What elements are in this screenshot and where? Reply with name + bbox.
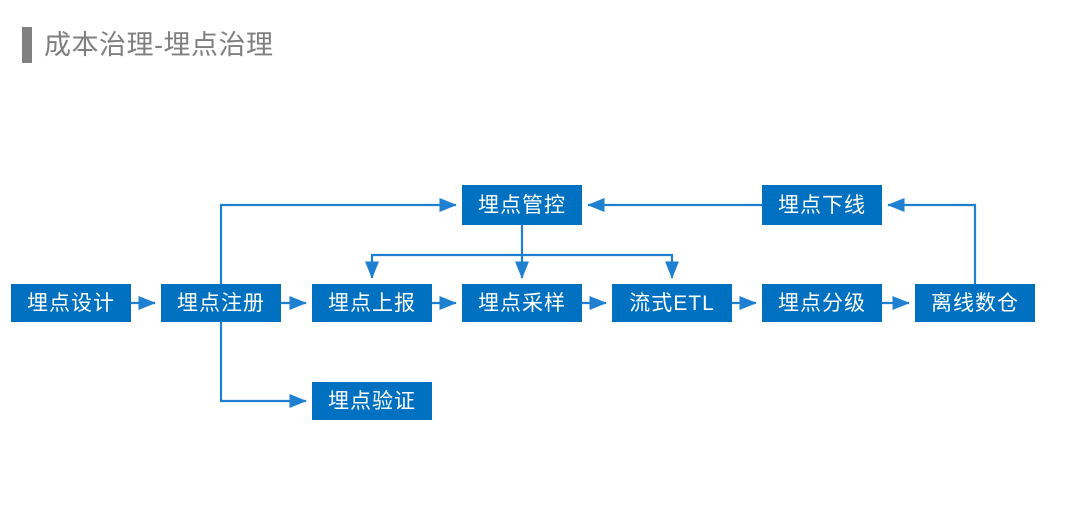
node-offline-takedown[interactable]: 埋点下线 (762, 185, 882, 225)
node-control[interactable]: 埋点管控 (462, 185, 582, 225)
node-verify[interactable]: 埋点验证 (312, 382, 432, 420)
node-sampling[interactable]: 埋点采样 (462, 284, 582, 322)
node-design[interactable]: 埋点设计 (11, 284, 131, 322)
node-register[interactable]: 埋点注册 (161, 284, 281, 322)
node-report[interactable]: 埋点上报 (312, 284, 432, 322)
node-grading[interactable]: 埋点分级 (762, 284, 882, 322)
edge-control-to-report (364, 253, 522, 279)
edge-register-to-verify (219, 322, 307, 409)
node-streaming-etl[interactable]: 流式ETL (612, 284, 732, 322)
node-offline-warehouse[interactable]: 离线数仓 (915, 284, 1035, 322)
edge-control-to-etl (522, 253, 680, 279)
edge-register-to-control (219, 197, 457, 284)
page-title-text: 成本治理-埋点治理 (44, 30, 274, 60)
edge-warehouse-to-offline (887, 197, 977, 284)
page-title: 成本治理-埋点治理 (22, 26, 274, 64)
title-accent-bar (22, 27, 32, 63)
